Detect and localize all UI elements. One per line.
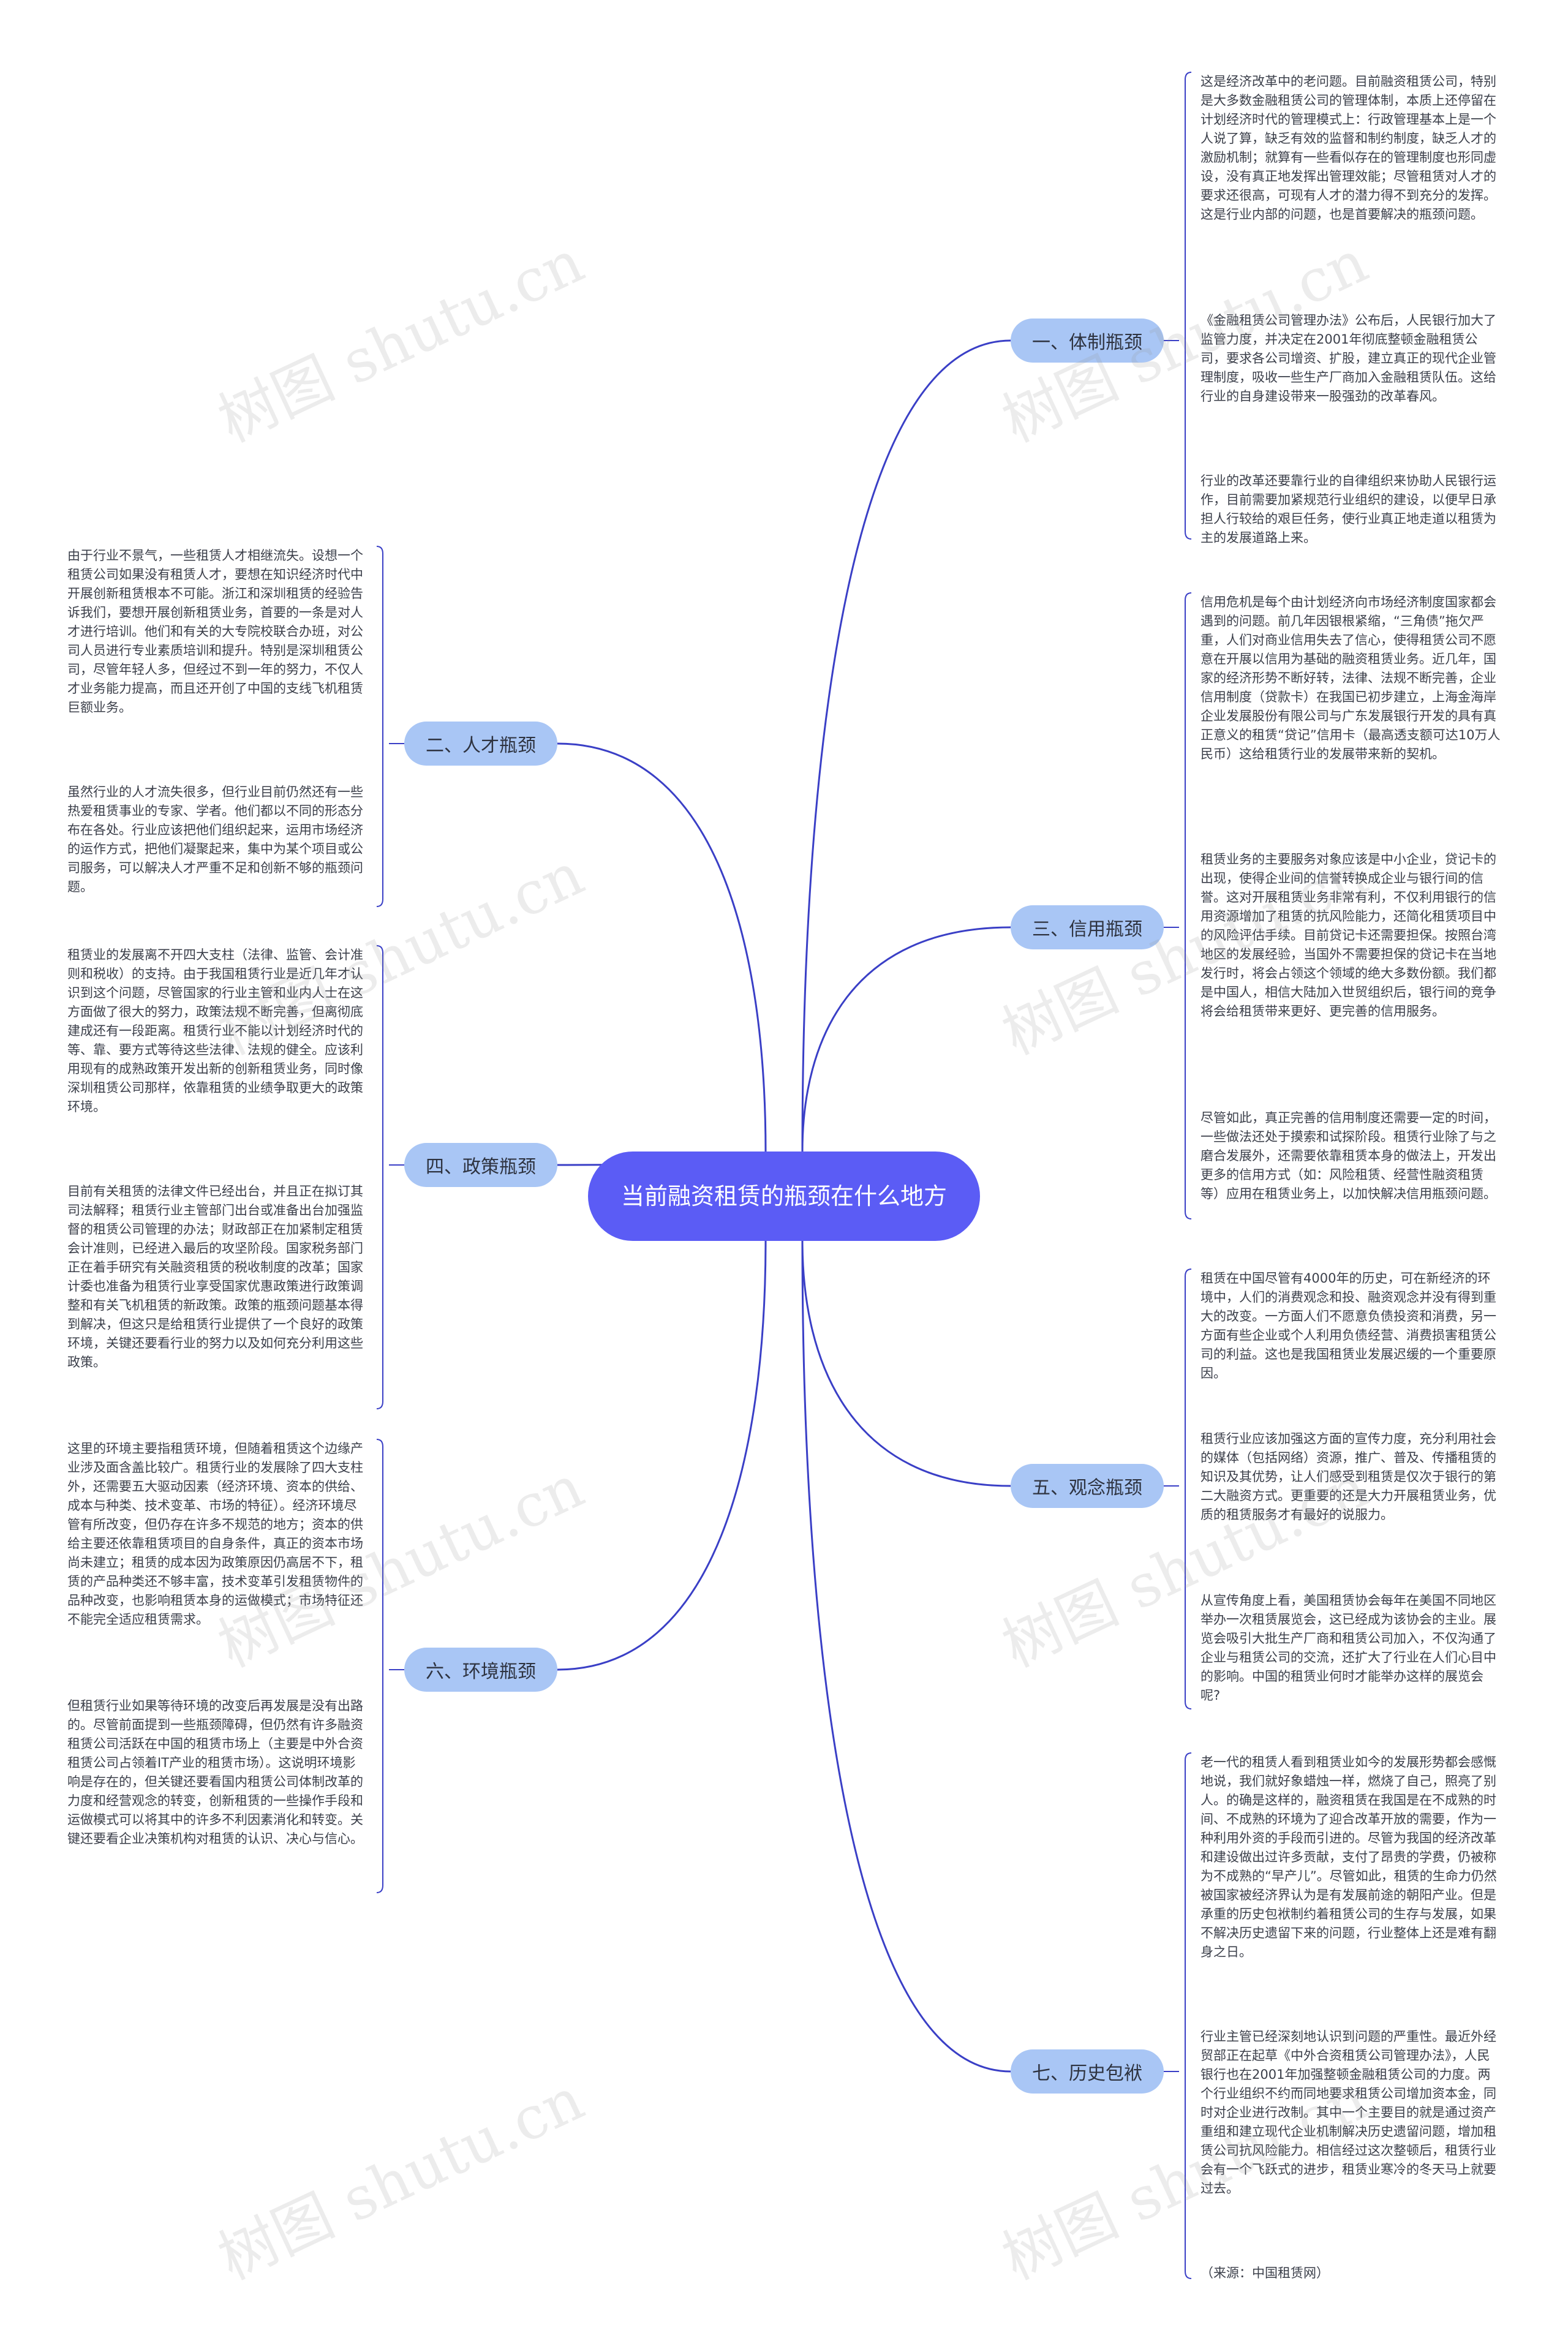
leaf-text: 这里的环境主要指租赁环境，但随着租赁这个边缘产业涉及面含盖比较广。租赁行业的发展… xyxy=(67,1441,363,1627)
leaf-text: 从宣传角度上看，美国租赁协会每年在美国不同地区举办一次租赁展览会，这已经成为该协… xyxy=(1200,1593,1496,1703)
source-note: （来源：中国租赁网） xyxy=(1200,2266,1329,2280)
leaf-text: 虽然行业的人才流失很多，但行业目前仍然还有一些热爱租赁事业的专家、学者。他们都以… xyxy=(67,785,363,894)
leaf-text: 这是经济改革中的老问题。目前融资租赁公司，特别是大多数金融租赁公司的管理体制，本… xyxy=(1200,74,1496,222)
connector-line xyxy=(1185,1268,1192,1709)
branch-environment-bottleneck[interactable]: 六、环境瓶颈 xyxy=(404,1648,557,1692)
branch-label: 四、政策瓶颈 xyxy=(426,1156,536,1178)
connector-line xyxy=(1185,72,1192,540)
connector-line xyxy=(376,546,383,907)
branch-concept-bottleneck[interactable]: 五、观念瓶颈 xyxy=(1011,1464,1164,1508)
leaf-text: 《金融租赁公司管理办法》公布后，人民银行加大了监管力度，并决定在2001年彻底整… xyxy=(1200,313,1496,404)
branch-label: 一、体制瓶颈 xyxy=(1032,332,1142,353)
branch-label: 二、人才瓶颈 xyxy=(426,735,536,756)
leaf-text: 信用危机是每个由计划经济向市场经济制度国家都会遇到的问题。前几年因银根紧缩，“三… xyxy=(1200,595,1501,761)
connector-line xyxy=(557,742,767,1152)
central-topic[interactable]: 当前融资租赁的瓶颈在什么地方 xyxy=(588,1152,980,1241)
leaf-text: 由于行业不景气，一些租赁人才相继流失。设想一个租赁公司如果没有租赁人才，要想在知… xyxy=(67,548,363,715)
connector-line xyxy=(801,339,1011,1152)
leaf-text: 但租赁行业如果等待环境的改变后再发展是没有出路的。尽管前面提到一些瓶颈障碍，但仍… xyxy=(67,1698,363,1846)
branch-talent-bottleneck[interactable]: 二、人才瓶颈 xyxy=(404,722,557,766)
leaf-text: 尽管如此，真正完善的信用制度还需要一定的时间，一些做法还处于摸索和试探阶段。租赁… xyxy=(1200,1110,1496,1201)
branch-historical-burden[interactable]: 七、历史包袱 xyxy=(1011,2049,1164,2094)
connector-line xyxy=(376,1439,383,1893)
connector-line xyxy=(557,1240,767,1671)
leaf-text: 行业主管已经深刻地认识到问题的严重性。最近外经贸部正在起草《中外合资租赁公司管理… xyxy=(1200,2029,1496,2196)
connector-line xyxy=(801,926,1011,1152)
leaf-text: 租赁在中国尽管有4000年的历史，可在新经济的环境中，人们的消费观念和投、融资观… xyxy=(1200,1271,1496,1381)
leaf-text: 目前有关租赁的法律文件已经出台，并且正在拟订其司法解释；租赁行业主管部门出台或准… xyxy=(67,1184,363,1370)
branch-label: 三、信用瓶颈 xyxy=(1032,919,1142,940)
connector-line xyxy=(801,1240,1011,1487)
connector-line xyxy=(376,945,383,1409)
connector-line xyxy=(1185,1752,1192,2279)
branch-label: 五、观念瓶颈 xyxy=(1032,1477,1142,1499)
connector-line xyxy=(1185,592,1192,1219)
branch-label: 七、历史包袱 xyxy=(1032,2063,1142,2084)
branch-institutional-bottleneck[interactable]: 一、体制瓶颈 xyxy=(1011,318,1164,363)
leaf-text: 租赁行业应该加强这方面的宣传力度，充分利用社会的媒体（包括网络）资源，推广、普及… xyxy=(1200,1431,1496,1522)
connector-line xyxy=(801,1240,1011,2073)
branch-policy-bottleneck[interactable]: 四、政策瓶颈 xyxy=(404,1143,557,1187)
leaf-text: 行业的改革还要靠行业的自律组织来协助人民银行运作，目前需要加紧规范行业组织的建设… xyxy=(1200,473,1496,545)
leaf-text: 租赁业的发展离不开四大支柱（法律、监管、会计准则和税收）的支持。由于我国租赁行业… xyxy=(67,948,363,1114)
branch-label: 六、环境瓶颈 xyxy=(426,1661,536,1683)
leaf-text: 租赁业务的主要服务对象应该是中小企业，贷记卡的出现，使得企业间的信誉转换成企业与… xyxy=(1200,852,1496,1019)
branch-credit-bottleneck[interactable]: 三、信用瓶颈 xyxy=(1011,905,1164,949)
central-topic-label: 当前融资租赁的瓶颈在什么地方 xyxy=(620,1183,947,1210)
leaf-text: 老一代的租赁人看到租赁业如今的发展形势都会感慨地说，我们就好象蜡烛一样，燃烧了自… xyxy=(1200,1755,1497,1959)
